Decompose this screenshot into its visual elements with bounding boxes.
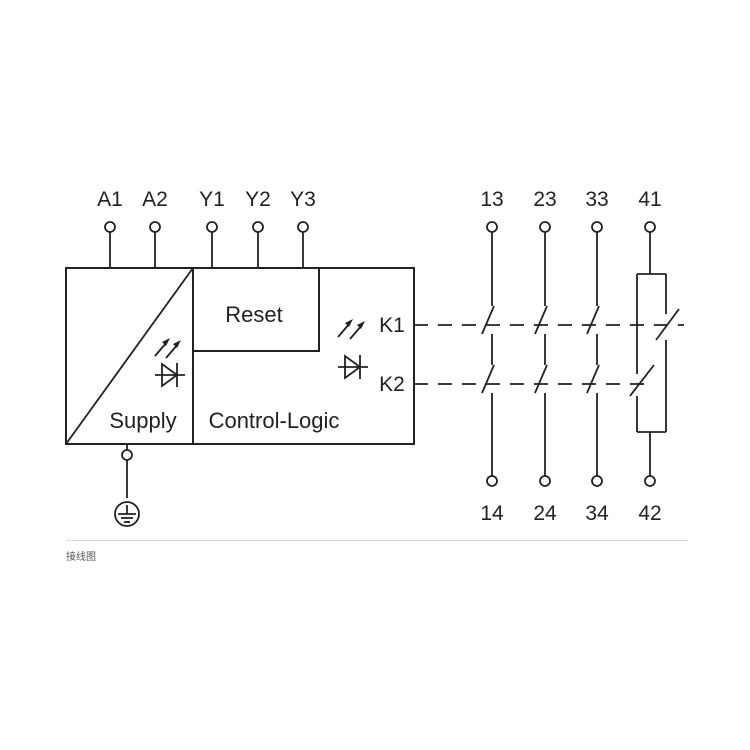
terminal-y2 (252, 221, 264, 268)
supply-label: Supply (109, 408, 176, 433)
contact-41-42 (629, 221, 680, 487)
contact-label-41: 41 (638, 188, 661, 211)
contact-label-42: 42 (638, 502, 661, 525)
terminal-a2 (149, 221, 161, 268)
terminal-a1 (104, 221, 116, 268)
supply-diagonal (65, 267, 194, 445)
reset-label: Reset (225, 302, 282, 327)
terminal-label-a1: A1 (97, 188, 123, 211)
contact-label-14: 14 (480, 502, 504, 525)
diagram-caption: 接线图 (66, 552, 96, 563)
terminal-label-a2: A2 (142, 188, 168, 211)
contact-label-24: 24 (533, 502, 557, 525)
terminal-label-y1: Y1 (199, 188, 225, 211)
contact-label-23: 23 (533, 188, 556, 211)
terminal-y1 (206, 221, 218, 268)
relay-label-k2: K2 (379, 373, 405, 396)
control-logic-label: Control-Logic (209, 408, 340, 433)
terminal-y3 (297, 221, 309, 268)
contact-33-34 (586, 221, 603, 487)
ground-terminal (121, 444, 133, 498)
relay-led-icon (337, 319, 368, 380)
contact-label-13: 13 (480, 188, 503, 211)
terminal-label-y3: Y3 (290, 188, 316, 211)
contact-13-14 (481, 221, 498, 487)
reset-block (192, 267, 320, 352)
contact-23-24 (534, 221, 551, 487)
terminal-label-y2: Y2 (245, 188, 271, 211)
contact-label-34: 34 (585, 502, 609, 525)
relay-label-k1: K1 (379, 314, 405, 337)
supply-led-icon (154, 338, 185, 388)
ground-icon (114, 501, 140, 527)
contact-label-33: 33 (585, 188, 608, 211)
caption-divider (66, 540, 688, 541)
